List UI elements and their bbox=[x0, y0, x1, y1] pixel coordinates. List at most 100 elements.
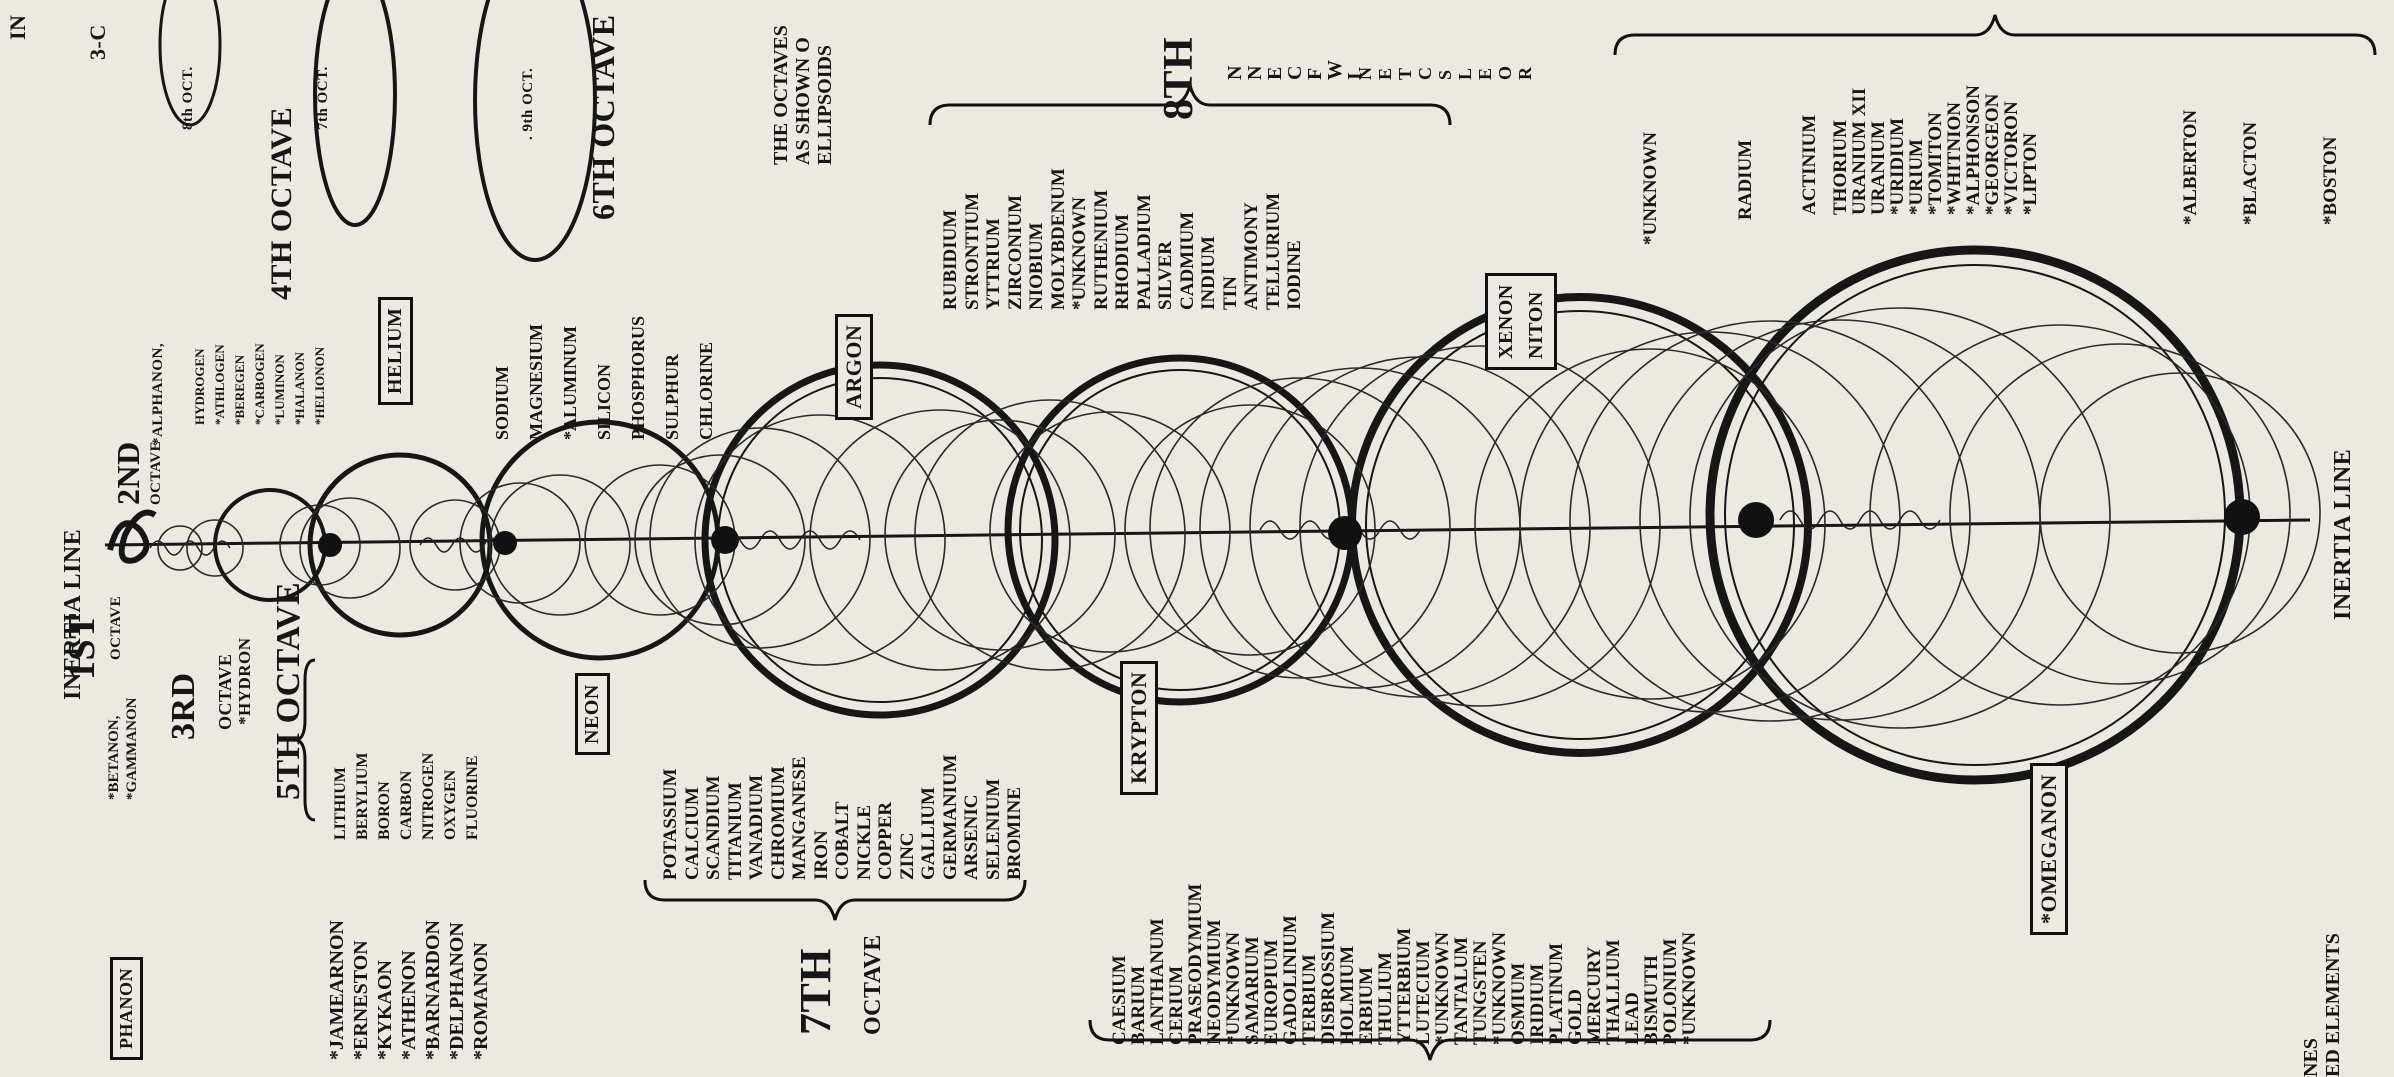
ellipse-8-label: 8th OCT. bbox=[180, 66, 196, 130]
element-label: *ERNESTON bbox=[350, 940, 372, 1060]
sixth-octave-label: 6TH OCTAVE bbox=[585, 14, 621, 220]
alphanon-label: *ALPHANON, bbox=[150, 342, 166, 445]
element-label: THULIUM bbox=[1375, 952, 1396, 1045]
element-label: FLUORINE bbox=[464, 755, 481, 840]
element-label: BERYLIUM bbox=[354, 752, 371, 840]
element-label: OXYGEN bbox=[442, 769, 459, 840]
element-label: NIOBIUM bbox=[1026, 222, 1047, 310]
element-label: SODIUM bbox=[492, 365, 512, 440]
element-label: INDIUM bbox=[1198, 236, 1219, 310]
element-label: POLONIUM bbox=[1660, 938, 1681, 1045]
ellipsoid-note-line: AS SHOWN O bbox=[792, 37, 814, 165]
seventh-octave-label: 7TH bbox=[791, 947, 840, 1035]
node-dots bbox=[318, 499, 2260, 557]
element-label: STRONTIUM bbox=[961, 192, 983, 310]
letter: S bbox=[1435, 69, 1455, 80]
upper-right-letters: N N E C F W I bbox=[1224, 60, 1366, 80]
first-octave-label: 1ST bbox=[61, 613, 103, 680]
element-label: TITANIUM bbox=[724, 782, 746, 880]
element-label: CERIUM bbox=[1166, 965, 1187, 1045]
element-label: ACTINIUM bbox=[1799, 114, 1820, 215]
element-label: SILVER bbox=[1155, 240, 1176, 310]
letter: E bbox=[1475, 67, 1495, 80]
element-label: URANIUM bbox=[1868, 121, 1889, 215]
element-label: *BOSTON bbox=[2320, 136, 2341, 225]
neon-box: NEON bbox=[575, 673, 610, 755]
element-label: *DELPHANON bbox=[446, 922, 468, 1060]
corner-label: IN bbox=[5, 14, 30, 40]
xenon-label: XENON bbox=[1495, 284, 1517, 359]
inertia-line-bottom-label: INERTIA LINE bbox=[2330, 448, 2356, 620]
ninth-octave-elements: CAESIUM BARIUM LANTHANUM CERIUM PRASEODY… bbox=[1109, 884, 1700, 1046]
element-label: *UNKNOWN bbox=[1432, 932, 1453, 1045]
fourth-octave-elements: HYDROGEN *ATHLOGEN *BEREGEN *CARBOGEN *L… bbox=[190, 343, 330, 425]
element-label: *JAMEARNON bbox=[326, 920, 348, 1060]
element-label: PALLADIUM bbox=[1133, 194, 1155, 310]
fifth-octave-elements: LITHIUM BERYLIUM BORON CARBON NITROGEN O… bbox=[330, 753, 484, 840]
element-label: BARIUM bbox=[1128, 965, 1149, 1045]
element-label: *HELIONON bbox=[312, 346, 327, 425]
element-label: IRIDIUM bbox=[1527, 963, 1548, 1045]
element-label: NICKLE bbox=[853, 805, 875, 880]
element-label: *BEREGEN bbox=[232, 354, 247, 425]
element-label: POTASSIUM bbox=[660, 768, 681, 880]
letter: O bbox=[1495, 65, 1515, 80]
tenth-octave-blacton: *BLACTON bbox=[2240, 122, 2262, 225]
letter: N bbox=[1224, 65, 1246, 80]
ring-eighth-inner bbox=[1019, 369, 1341, 691]
third-octave-word: OCTAVE bbox=[215, 653, 235, 730]
element-label: *ROMANON bbox=[470, 942, 492, 1060]
element-label: BROMINE bbox=[1004, 787, 1025, 880]
element-label: CHROMIUM bbox=[767, 766, 789, 880]
upper-right-letters-2: N E T C S L E O R bbox=[1355, 66, 1535, 80]
krypton-box: KRYPTON bbox=[1120, 660, 1158, 795]
element-label: BISMUTH bbox=[1641, 955, 1662, 1045]
element-label: *ALUMINUM bbox=[560, 326, 580, 440]
letter: E bbox=[1264, 66, 1286, 80]
hydron-label: *HYDRON bbox=[235, 637, 254, 725]
fourth-octave-label: 4TH OCTAVE bbox=[265, 106, 298, 300]
second-octave-word: OCTAVE bbox=[148, 440, 164, 505]
element-label: SELENIUM bbox=[982, 778, 1004, 880]
tenth-octave-radium: RADIUM bbox=[1735, 140, 1757, 220]
element-label: OSMIUM bbox=[1508, 962, 1529, 1045]
element-label: GOLD bbox=[1565, 989, 1586, 1045]
element-label: URANIUM XII bbox=[1849, 87, 1870, 215]
sixth-octave-elements: SODIUM MAGNESIUM *ALUMINUM SILICON PHOSP… bbox=[485, 316, 723, 440]
eighth-octave-elements: RUBIDIUM STRONTIUM YTTRIUM ZIRCONIUM NIO… bbox=[940, 168, 1306, 310]
element-label: TERBIUM bbox=[1299, 954, 1320, 1045]
element-label: TANTALUM bbox=[1451, 936, 1472, 1045]
element-label: RUBIDIUM bbox=[940, 209, 961, 310]
seventh-octave-elements: POTASSIUM CALCIUM SCANDIUM TITANIUM VANA… bbox=[660, 754, 1026, 880]
second-octave-label: 2ND bbox=[110, 441, 146, 505]
element-label: COPPER bbox=[875, 801, 896, 880]
element-label: SAMARIUM bbox=[1242, 936, 1263, 1045]
element-label: CHLORINE bbox=[696, 341, 716, 440]
element-label: *LUMINON bbox=[272, 354, 287, 425]
element-label: IODINE bbox=[1284, 240, 1305, 310]
element-label: *KYKAON bbox=[374, 960, 396, 1060]
ellipse-ninth-octave bbox=[473, 0, 597, 262]
element-label: LUTECIUM bbox=[1413, 940, 1434, 1045]
argon-box: ARGON bbox=[835, 313, 873, 420]
letter: N bbox=[1355, 67, 1375, 80]
first-octave-spiral bbox=[107, 509, 157, 564]
element-label: PLATINUM bbox=[1546, 942, 1567, 1045]
element-label: *ALPHONSON bbox=[1963, 85, 1984, 215]
element-label: MANGANESE bbox=[789, 756, 810, 880]
corner-3c-label: 3-C bbox=[85, 24, 110, 60]
third-octave-label: 3RD bbox=[165, 672, 202, 740]
element-label: VANADIUM bbox=[746, 774, 767, 880]
letter: N bbox=[1244, 65, 1266, 80]
element-label: *ATHLOGEN bbox=[212, 344, 227, 425]
element-label: NITROGEN bbox=[420, 752, 437, 840]
helium-box: HELIUM bbox=[378, 296, 413, 405]
element-label: CAESIUM bbox=[1109, 955, 1130, 1045]
left-column-elements: *JAMEARNON *ERNESTON *KYKAON *ATHENON *B… bbox=[325, 920, 493, 1060]
element-label: EUROPIUM bbox=[1261, 939, 1282, 1045]
phanon-box: PHANON bbox=[110, 957, 143, 1060]
circle-tenth-octave bbox=[1705, 245, 2245, 785]
element-label: SULPHUR bbox=[662, 353, 682, 440]
ellipse-7-label: 7th OCT. bbox=[315, 66, 331, 130]
